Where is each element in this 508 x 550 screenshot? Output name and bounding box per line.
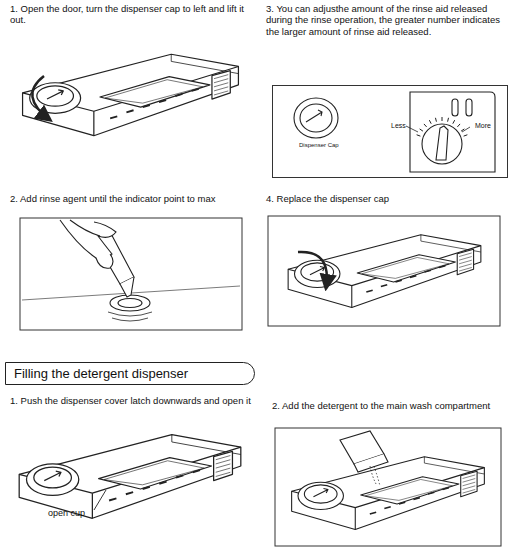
dispenser-drawing (292, 457, 485, 530)
step-text: 3. You can adjusthe amount of the rinse … (266, 3, 504, 37)
dispenser-drawing (19, 435, 241, 519)
part-label: More (475, 122, 491, 130)
dial-tick (435, 118, 437, 122)
pouring-drawing (22, 220, 240, 321)
dial-tick (464, 135, 468, 136)
turn-arrow (298, 252, 327, 288)
dial-tick (442, 117, 443, 121)
dispenser-drawing (288, 235, 481, 308)
part-label: Dispenser Cap (299, 142, 339, 149)
dial-tick (447, 118, 449, 122)
dial-tick (429, 120, 431, 124)
step-text: 1. Push the dispenser cover latch downwa… (10, 395, 255, 406)
dial-tick (453, 120, 455, 124)
section-heading-tab: Filling the detergent dispenser (5, 362, 255, 385)
detergent-box-drawing (340, 431, 388, 486)
step-text: 2. Add the detergent to the main wash co… (272, 400, 504, 411)
dial-tick (424, 124, 427, 127)
section-heading: Filling the detergent dispenser (14, 366, 188, 382)
picture-frame: Less MoreDispenser Cap (272, 85, 508, 178)
dial-drawing (294, 92, 495, 172)
leader-line (94, 490, 106, 510)
picture-frame (268, 216, 500, 326)
picture-frame (275, 428, 501, 546)
dial-tick (420, 129, 423, 131)
part-label: open cup (48, 508, 85, 519)
picture-frame (20, 218, 242, 330)
step-text: 2. Add rinse agent until the indicator p… (10, 193, 260, 204)
step-text: 1. Open the door, turn the dispenser cap… (10, 3, 260, 26)
dial-tick (417, 135, 421, 136)
dispenser-drawing (23, 54, 239, 135)
dial-tick (457, 124, 460, 127)
step-text: 4. Replace the dispenser cap (266, 193, 504, 204)
turn-arrow (32, 76, 50, 120)
part-label: Less (391, 122, 406, 130)
